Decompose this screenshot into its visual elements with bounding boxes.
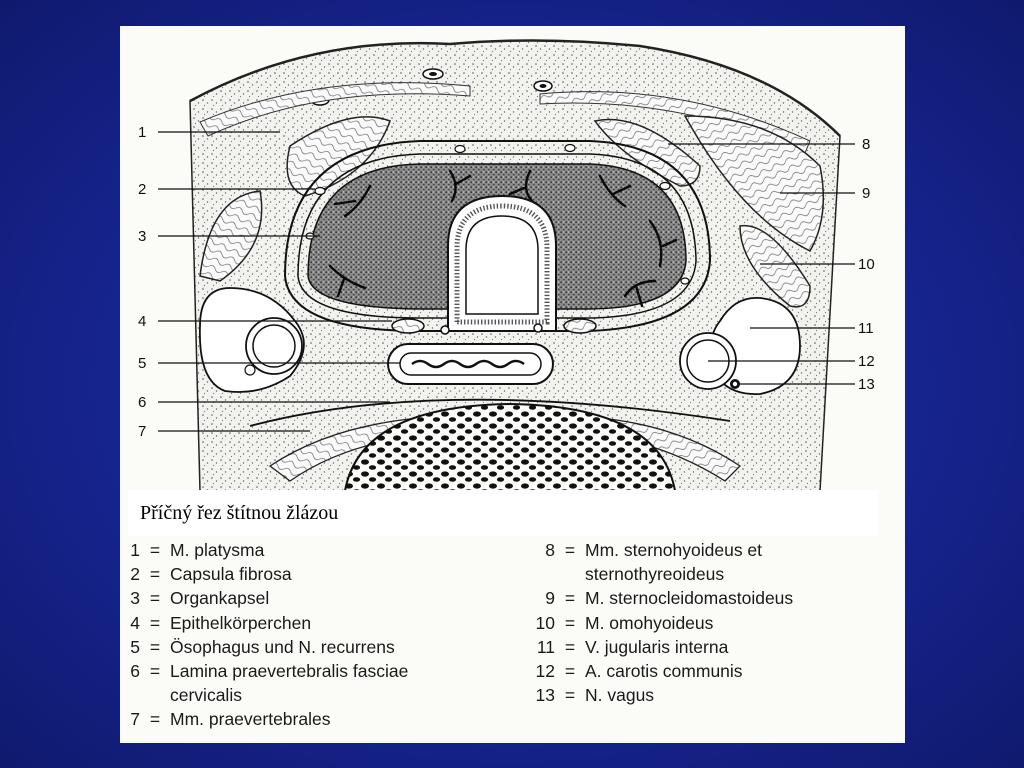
- callout-2: 2: [138, 181, 146, 198]
- legend-equals: =: [140, 611, 170, 635]
- legend-item: 10=M. omohyoideus: [525, 611, 900, 635]
- legend-number: 4: [126, 611, 140, 635]
- legend-item: 7=Mm. praevertebrales: [126, 707, 521, 731]
- legend-number: 10: [525, 611, 555, 635]
- callout-13: 13: [858, 376, 875, 393]
- legend-text: M. platysma: [170, 538, 264, 562]
- caption-text: Příčný řez štítnou žlázou: [140, 502, 338, 525]
- legend-equals: =: [140, 538, 170, 562]
- legend-text: sternothyreoideus: [585, 562, 724, 586]
- legend-number: 13: [525, 683, 555, 707]
- legend-equals: =: [555, 611, 585, 635]
- legend-text: A. carotis communis: [585, 659, 743, 683]
- legend-equals: =: [140, 659, 170, 683]
- legend-item: 4=Epithelkörperchen: [126, 611, 521, 635]
- legend-item: 11=V. jugularis interna: [525, 635, 900, 659]
- legend-item: 8=Mm. sternohyoideus et: [525, 538, 900, 562]
- legend-left-column: 1=M. platysma 2=Capsula fibrosa 3=Organk…: [126, 538, 521, 732]
- legend-number: 9: [525, 586, 555, 610]
- legend-text: cervicalis: [170, 683, 242, 707]
- legend-equals: =: [140, 586, 170, 610]
- figure-sheet: 1 2 3 4 5 6 7 8 9 10 11 12 13 Příčný řez…: [120, 26, 905, 743]
- legend-number: 12: [525, 659, 555, 683]
- legend-item-continuation: sternothyreoideus: [525, 562, 900, 586]
- callout-9: 9: [862, 185, 870, 202]
- legend-text: Lamina praevertebralis fasciae: [170, 659, 408, 683]
- legend-text: Capsula fibrosa: [170, 562, 292, 586]
- legend-number: 6: [126, 659, 140, 683]
- legend-text: Ösophagus und N. recurrens: [170, 635, 395, 659]
- legend-text: M. sternocleidomastoideus: [585, 586, 793, 610]
- legend-item-continuation: cervicalis: [126, 683, 521, 707]
- legend-equals: =: [555, 683, 585, 707]
- legend-item: 3=Organkapsel: [126, 586, 521, 610]
- legend-item: 2=Capsula fibrosa: [126, 562, 521, 586]
- legend-number: 2: [126, 562, 140, 586]
- callout-5: 5: [138, 355, 146, 372]
- legend-equals: =: [555, 586, 585, 610]
- legend-text: N. vagus: [585, 683, 654, 707]
- legend-number: 3: [126, 586, 140, 610]
- callout-12: 12: [858, 353, 875, 370]
- callout-1: 1: [138, 124, 146, 141]
- legend-number: 11: [525, 635, 555, 659]
- thyroid-cross-section-diagram: 1 2 3 4 5 6 7 8 9 10 11 12 13: [120, 26, 905, 496]
- callout-4: 4: [138, 313, 146, 330]
- legend-item: 1=M. platysma: [126, 538, 521, 562]
- legend-text: Mm. praevertebrales: [170, 707, 330, 731]
- legend-equals: =: [140, 707, 170, 731]
- callout-6: 6: [138, 394, 146, 411]
- legend-text: Organkapsel: [170, 586, 269, 610]
- callout-8: 8: [862, 136, 870, 153]
- legend-text: V. jugularis interna: [585, 635, 728, 659]
- legend-item: 5=Ösophagus und N. recurrens: [126, 635, 521, 659]
- callout-10: 10: [858, 256, 875, 273]
- legend-number: 5: [126, 635, 140, 659]
- legend-item: 9=M. sternocleidomastoideus: [525, 586, 900, 610]
- legend-equals: =: [555, 538, 585, 562]
- legend-number: 1: [126, 538, 140, 562]
- callout-7: 7: [138, 423, 146, 440]
- legend-equals: =: [140, 562, 170, 586]
- callout-3: 3: [138, 228, 146, 245]
- legend-number: 7: [126, 707, 140, 731]
- legend-item: 6=Lamina praevertebralis fasciae: [126, 659, 521, 683]
- legend-right-column: 8=Mm. sternohyoideus et sternothyreoideu…: [525, 538, 900, 707]
- legend-equals: =: [555, 635, 585, 659]
- legend-number: 8: [525, 538, 555, 562]
- legend-item: 13=N. vagus: [525, 683, 900, 707]
- slide-caption: Příčný řez štítnou žlázou: [128, 490, 878, 536]
- legend-item: 12=A. carotis communis: [525, 659, 900, 683]
- callout-11: 11: [858, 320, 874, 337]
- legend-text: M. omohyoideus: [585, 611, 713, 635]
- legend-text: Mm. sternohyoideus et: [585, 538, 762, 562]
- legend-equals: =: [140, 635, 170, 659]
- legend-equals: =: [555, 659, 585, 683]
- legend-text: Epithelkörperchen: [170, 611, 311, 635]
